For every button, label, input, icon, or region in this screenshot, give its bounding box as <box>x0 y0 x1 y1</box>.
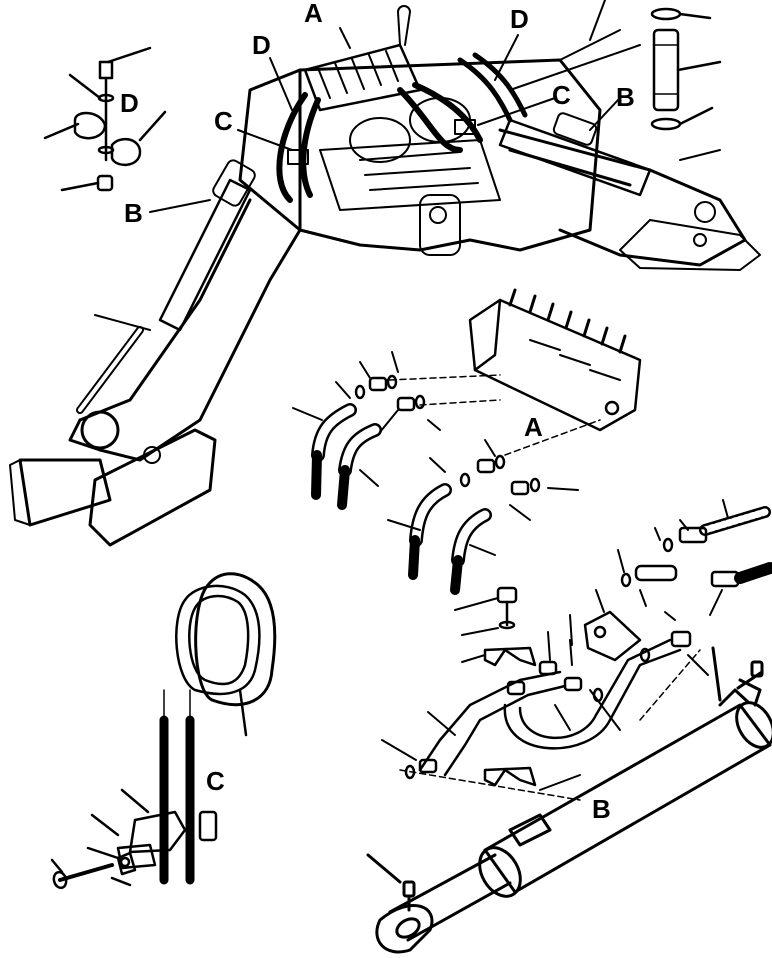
callout-a-top: A <box>304 0 323 28</box>
callout-labels: A D D C C B B D A C B <box>120 0 635 824</box>
callout-d-top-left: D <box>252 30 271 60</box>
callout-d-fitting: D <box>120 88 139 118</box>
callout-c-hose-clamp: C <box>206 766 225 796</box>
hose-clamp-detail <box>50 572 277 890</box>
callout-c-right: C <box>552 80 571 110</box>
callout-c-left: C <box>214 106 233 136</box>
backhoe-boom-assembly <box>9 0 761 547</box>
callout-b-cylinder: B <box>592 794 611 824</box>
callout-a-valve: A <box>524 412 543 442</box>
callout-b-left: B <box>124 198 143 228</box>
pivot-bolt-detail <box>43 46 167 192</box>
hydraulic-cylinder-detail <box>366 646 772 954</box>
callout-d-top-right: D <box>510 4 529 34</box>
cylinder-pin-detail <box>650 7 722 131</box>
valve-hoses-and-fittings <box>311 374 541 595</box>
control-valve-detail <box>389 288 642 456</box>
cylinder-fittings-leader-lines <box>381 499 729 791</box>
top-assembly-leader-lines <box>94 27 721 331</box>
cylinder-hoses-and-fittings <box>399 506 772 801</box>
callout-b-right: B <box>616 82 635 112</box>
valve-hoses-leader-lines <box>292 351 579 556</box>
